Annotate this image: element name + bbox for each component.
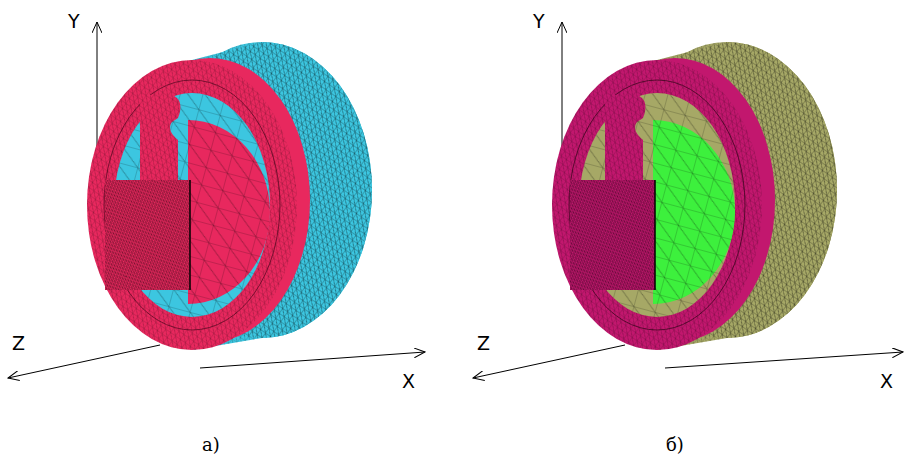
- axis-label: X: [402, 372, 415, 391]
- figure-b: [473, 22, 903, 378]
- subfigure-label: б): [666, 436, 684, 454]
- axis-label: X: [880, 372, 893, 391]
- axis-label: Z: [12, 334, 25, 353]
- axis-label: Y: [533, 12, 545, 31]
- axis-label: Y: [68, 12, 80, 31]
- subfigure-label: а): [202, 436, 220, 454]
- figure-a: [8, 22, 425, 378]
- axis-label: Z: [477, 334, 490, 353]
